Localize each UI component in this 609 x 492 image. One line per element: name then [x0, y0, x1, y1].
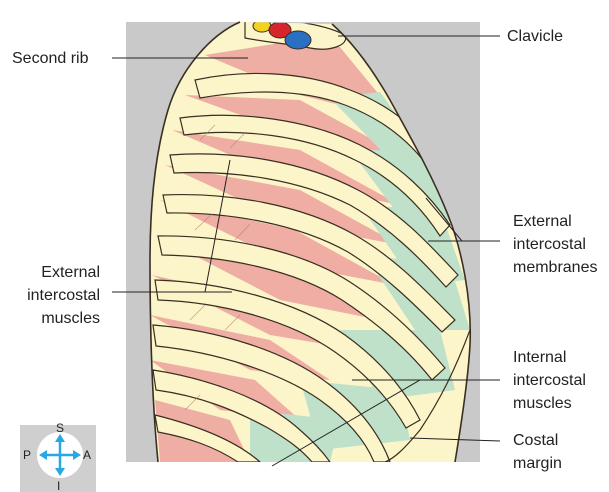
label-cm-line-1: Costal — [513, 429, 562, 452]
compass-anterior-label: A — [83, 448, 91, 462]
label-eimb-line-2: intercostal — [513, 233, 597, 256]
label-clavicle: Clavicle — [507, 25, 563, 48]
label-eimb-line-3: membranes — [513, 256, 597, 279]
compass-superior-label: S — [56, 421, 64, 435]
label-second-rib: Second rib — [12, 47, 89, 70]
label-eim-line-1: External — [8, 261, 100, 284]
orientation-compass: S P A I — [20, 421, 96, 492]
label-iim-line-2: intercostal — [513, 369, 586, 392]
label-internal-intercostal-muscles: Internal intercostal muscles — [513, 346, 586, 415]
label-eimb-line-1: External — [513, 210, 597, 233]
label-external-intercostal-muscles: External intercostal muscles — [8, 261, 100, 330]
label-eim-line-2: intercostal — [8, 284, 100, 307]
label-iim-line-3: muscles — [513, 392, 586, 415]
compass-inferior-label: I — [57, 479, 60, 492]
compass-posterior-label: P — [23, 448, 31, 462]
label-cm-line-2: margin — [513, 452, 562, 475]
label-eim-line-3: muscles — [8, 307, 100, 330]
label-iim-line-1: Internal — [513, 346, 586, 369]
label-costal-margin: Costal margin — [513, 429, 562, 475]
label-external-intercostal-membranes: External intercostal membranes — [513, 210, 597, 279]
